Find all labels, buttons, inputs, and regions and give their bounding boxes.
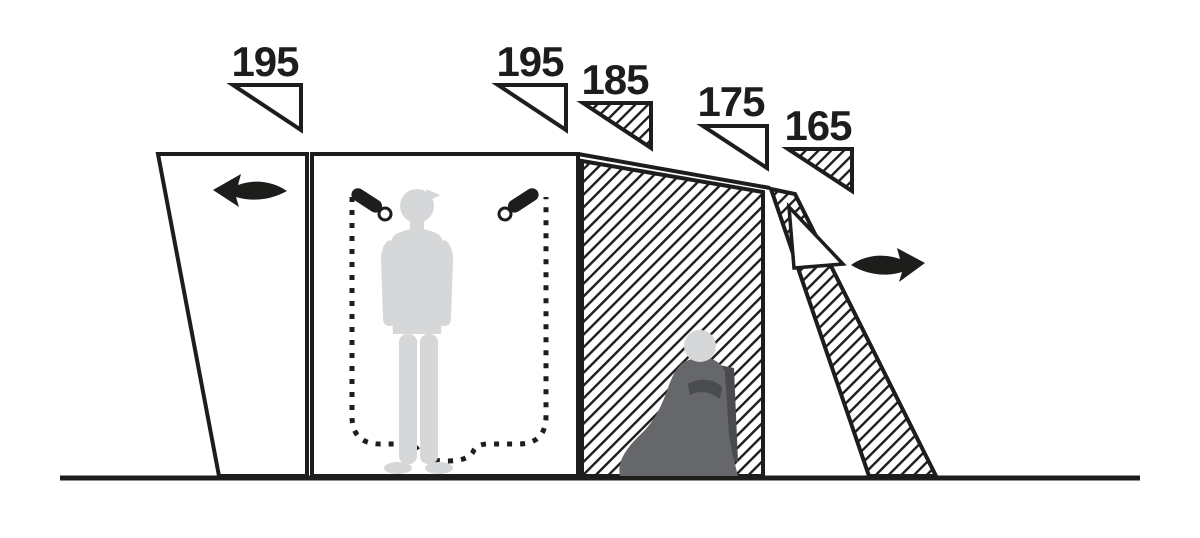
toggle-right-pill: [507, 188, 539, 213]
standing-person: [381, 189, 453, 474]
roof-line: [577, 152, 771, 190]
standing-person-torso: [388, 228, 446, 334]
standing-person-hair: [426, 189, 440, 201]
standing-person-right-leg: [420, 334, 438, 464]
seated-person-arm: [688, 379, 722, 399]
standing-person-right-arm: [438, 240, 453, 326]
toggle-right-icon: [497, 188, 539, 222]
toggle-left-ring: [377, 206, 393, 222]
measurement-label-4: 175: [697, 78, 765, 125]
front-door-panel: [155, 152, 309, 478]
standing-person-right-foot: [425, 462, 453, 474]
toggle-right-ring: [497, 206, 513, 222]
toggle-left-icon: [351, 188, 393, 222]
airflow-arrow-left-icon: [213, 174, 287, 207]
standing-person-left-arm: [381, 240, 396, 326]
seated-person-head: [684, 330, 716, 362]
inner-tent-dotted-outline: [349, 197, 549, 464]
standing-person-left-leg: [399, 334, 417, 464]
measurement-marker-2: [491, 83, 568, 134]
measurement-marker-5: [781, 147, 854, 195]
seated-person: [619, 330, 738, 476]
measurement-label-3: 185: [581, 56, 649, 103]
measurement-marker-3: [576, 101, 653, 152]
airflow-arrow-right-icon: [851, 248, 925, 282]
toggle-left-pill: [351, 188, 383, 213]
rear-vent-flap: [786, 202, 847, 270]
measurement-label-2: 195: [496, 38, 564, 85]
measurement-label-1: 195: [231, 38, 299, 85]
measurement-marker-4: [696, 124, 769, 172]
measurement-marker-1: [226, 83, 303, 134]
measurement-flags: 195 195 185 175 165: [226, 38, 854, 195]
measurement-label-5: 165: [784, 102, 852, 149]
standing-person-head: [400, 189, 434, 223]
standing-person-left-foot: [384, 462, 412, 474]
standing-person-neck: [410, 218, 424, 232]
